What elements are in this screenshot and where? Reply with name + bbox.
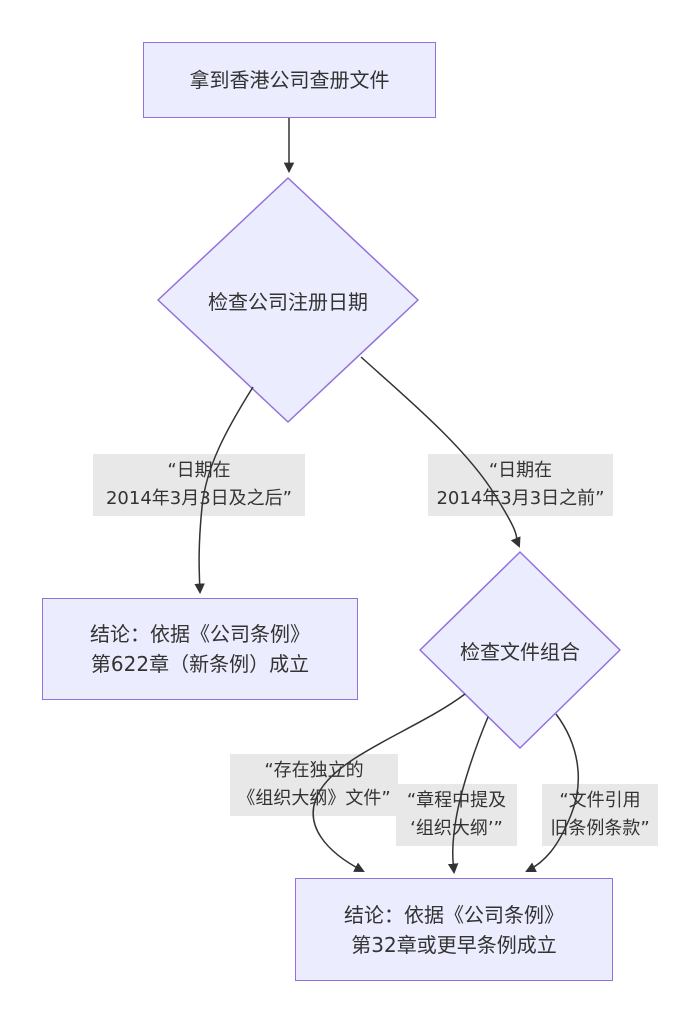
flow-node-start: 拿到香港公司查册文件 <box>143 42 436 118</box>
conclusion-new-line2: 第622章（新条例）成立 <box>90 652 310 676</box>
decision-check-docs-shape <box>419 551 621 749</box>
edge-label-date-after-line1: “日期在 <box>167 460 231 481</box>
conclusion-new-line1: 结论：依据《公司条例》 <box>90 622 310 646</box>
edge-label-separate-memorandum-line1: “存在独立的 <box>264 760 364 781</box>
edge-label-old-ordinance-refs-line2: 旧条例条款” <box>550 818 650 839</box>
edge-label-date-before-line1: “日期在 <box>488 460 553 481</box>
edge-label-articles-mention-line1: “章程中提及 <box>406 790 507 811</box>
conclusion-old-line1: 结论：依据《公司条例》 <box>344 902 564 927</box>
decision-check-docs-label-wrap: 检查文件组合 <box>420 630 620 670</box>
decision-check-docs-label: 检查文件组合 <box>460 639 580 664</box>
edge-label-date-after-line2: 2014年3月3日及之后” <box>105 488 293 509</box>
flow-node-conclusion-old-ordinance: 结论：依据《公司条例》 第32章或更早条例成立 <box>295 878 613 981</box>
edge-label-separate-memorandum-line2: 《组织大纲》文件” <box>237 788 391 809</box>
edge-label-date-before: “日期在 2014年3月3日之前” <box>428 454 613 516</box>
edge-label-separate-memorandum: “存在独立的 《组织大纲》文件” <box>230 754 398 816</box>
edge-label-old-ordinance-refs-line1: “文件引用 <box>559 790 641 811</box>
edge-label-articles-mention-line2: ‘组织大纲’” <box>410 818 503 839</box>
edge-label-date-before-line2: 2014年3月3日之前” <box>436 488 605 509</box>
decision-check-date-shape <box>157 177 419 423</box>
flow-node-start-label: 拿到香港公司查册文件 <box>189 68 390 92</box>
conclusion-old-line2: 第32章或更早条例成立 <box>351 932 557 957</box>
decision-check-date-label: 检查公司注册日期 <box>208 289 368 314</box>
edge-label-old-ordinance-refs: “文件引用 旧条例条款” <box>542 784 658 846</box>
decision-check-date-label-wrap: 检查公司注册日期 <box>158 280 418 320</box>
edge-label-articles-mention: “章程中提及 ‘组织大纲’” <box>396 784 517 846</box>
flow-node-conclusion-new-ordinance: 结论：依据《公司条例》 第622章（新条例）成立 <box>42 598 358 700</box>
edge-label-date-after: “日期在 2014年3月3日及之后” <box>93 454 305 516</box>
